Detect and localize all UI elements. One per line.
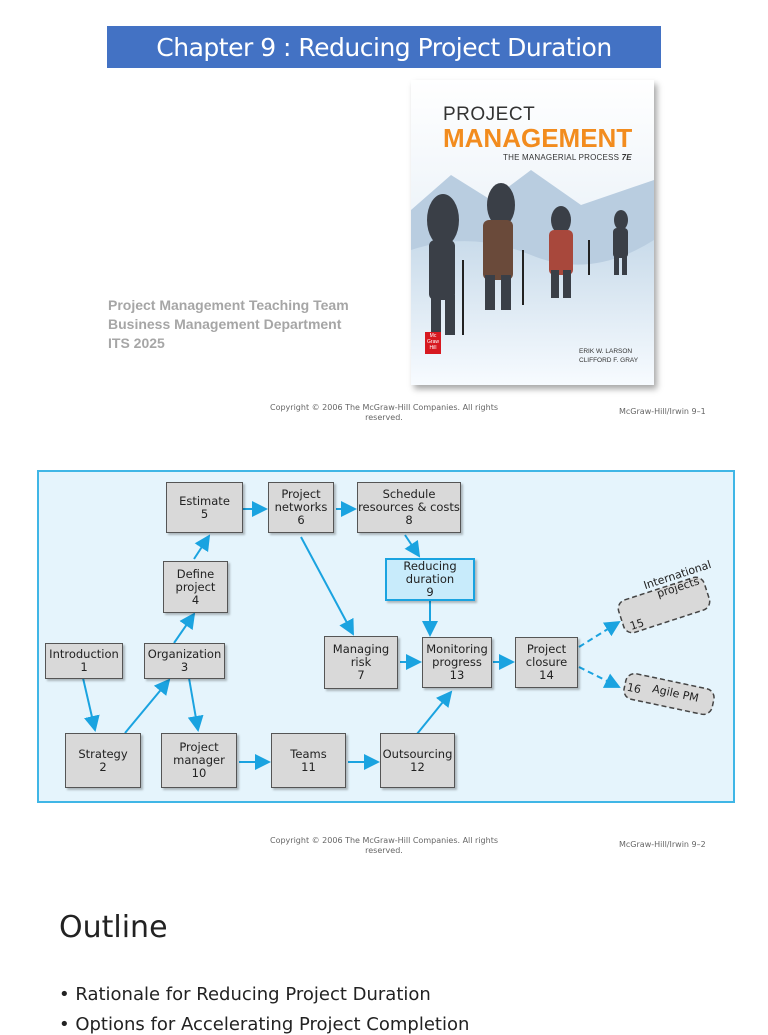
node-reducing: Reducing duration 9: [385, 558, 475, 601]
book-author-1: ERIK W. LARSON: [579, 348, 633, 355]
node-strategy-number: 2: [99, 759, 107, 774]
node-outsourcing-label: Outsourcing: [382, 746, 453, 761]
node-manager-line2: manager: [173, 753, 225, 767]
node-networks-line2: networks: [274, 500, 328, 514]
slide-title: Chapter 9 : Reducing Project Duration: [156, 32, 612, 62]
node-risk: Managing risk 7: [324, 636, 398, 689]
arrow-outsourcing-monitoring: [416, 690, 453, 735]
agile-node-shape: [623, 672, 715, 716]
node-define: Define project 4: [163, 561, 228, 613]
team-line-3: ITS 2025: [108, 335, 165, 351]
book-edition: 7E: [621, 153, 632, 162]
node-define-line1: Define: [176, 566, 215, 581]
node-manager: Project manager 10: [161, 733, 237, 788]
node-risk-number: 7: [357, 668, 365, 682]
node-teams: Teams 11: [271, 733, 346, 788]
outline-title: Outline: [59, 910, 168, 945]
node-estimate-label: Estimate: [179, 493, 230, 508]
team-line-1: Project Management Teaching Team: [108, 297, 349, 313]
node-define-line2: project: [175, 579, 216, 594]
node-monitoring: Monitoring progress 13: [422, 637, 492, 688]
arrow-organization-define: [173, 612, 196, 644]
node-reducing-number: 9: [426, 585, 434, 599]
book-title-line1: PROJECT: [443, 104, 536, 125]
outline-bullet-2: • Options for Accelerating Project Compl…: [59, 1014, 470, 1035]
node-organization: Organization 3: [144, 643, 225, 679]
slide2-page-label: McGraw-Hill/Irwin 9–2: [619, 840, 706, 849]
node-outsourcing-number: 12: [410, 759, 425, 774]
node-closure-number: 14: [539, 668, 554, 682]
book-title-line2: MANAGEMENT: [443, 123, 633, 153]
node-organization-number: 3: [180, 660, 189, 674]
node-estimate: Estimate 5: [166, 482, 243, 533]
node-teams-number: 11: [301, 759, 316, 774]
teaching-team-block: Project Management Teaching Team Busines…: [108, 296, 349, 353]
node-manager-line1: Project: [179, 740, 219, 754]
slide1-copyright: Copyright © 2006 The McGraw-Hill Compani…: [270, 403, 498, 422]
slide2-copyright: Copyright © 2006 The McGraw-Hill Compani…: [270, 836, 498, 855]
node-agile-number: 16: [625, 680, 643, 697]
node-reducing-line2: duration: [405, 572, 455, 586]
node-monitoring-number: 13: [449, 668, 465, 682]
book-cover-image: PROJECT MANAGEMENT THE MANAGERIAL PROCES…: [411, 80, 654, 385]
node-monitoring-line1: Monitoring: [426, 642, 488, 656]
course-flow-diagram: Estimate 5 Project networks 6 Schedule r…: [37, 470, 735, 803]
node-intro-number: 1: [80, 660, 88, 674]
arrow-schedule-reducing: [404, 534, 421, 558]
node-reducing-line1: Reducing: [403, 559, 457, 573]
node-strategy-label: Strategy: [78, 746, 128, 761]
node-outsourcing: Outsourcing 12: [380, 733, 455, 788]
node-strategy: Strategy 2: [65, 733, 141, 788]
slide1-page-label: McGraw-Hill/Irwin 9–1: [619, 407, 706, 416]
arrow-intro-strategy: [82, 677, 100, 732]
node-intro: Introduction 1: [45, 643, 123, 679]
arrow-closure-international: [578, 620, 621, 648]
node-manager-number: 10: [191, 766, 207, 780]
node-risk-line1: Managing: [332, 642, 390, 656]
node-schedule-line2: resources & costs: [358, 500, 460, 514]
node-schedule-number: 8: [405, 513, 413, 527]
outline-bullet-1: • Rationale for Reducing Project Duratio…: [59, 984, 431, 1005]
arrow-closure-agile: [578, 666, 621, 688]
team-line-2: Business Management Department: [108, 316, 342, 332]
node-closure: Project closure 14: [515, 637, 578, 688]
arrow-define-estimate: [193, 534, 211, 560]
node-closure-line1: Project: [526, 642, 567, 656]
node-intro-label: Introduction: [49, 647, 119, 661]
node-organization-label: Organization: [147, 647, 222, 661]
arrow-networks-risk: [300, 536, 354, 636]
node-risk-line2: risk: [350, 655, 372, 669]
node-networks-line1: Project: [281, 487, 321, 501]
international-node-shape: [617, 576, 711, 634]
node-estimate-number: 5: [200, 506, 209, 521]
node-networks-number: 6: [297, 513, 305, 527]
node-closure-line2: closure: [525, 655, 568, 669]
node-define-number: 4: [191, 592, 200, 607]
slide-title-banner: Chapter 9 : Reducing Project Duration: [107, 26, 661, 68]
node-teams-label: Teams: [290, 746, 327, 761]
node-monitoring-line2: progress: [432, 655, 482, 669]
arrow-organization-manager: [187, 677, 204, 732]
node-schedule: Schedule resources & costs 8: [357, 482, 461, 533]
book-author-2: CLIFFORD F. GRAY: [579, 357, 639, 364]
book-subtitle: THE MANAGERIAL PROCESS 7E: [503, 153, 632, 162]
publisher-logo: Mc Graw Hill: [425, 332, 441, 354]
arrow-strategy-organization: [124, 678, 171, 734]
node-schedule-line1: Schedule: [382, 487, 436, 501]
node-networks: Project networks 6: [268, 482, 334, 533]
book-subtitle-text: THE MANAGERIAL PROCESS: [503, 153, 620, 162]
